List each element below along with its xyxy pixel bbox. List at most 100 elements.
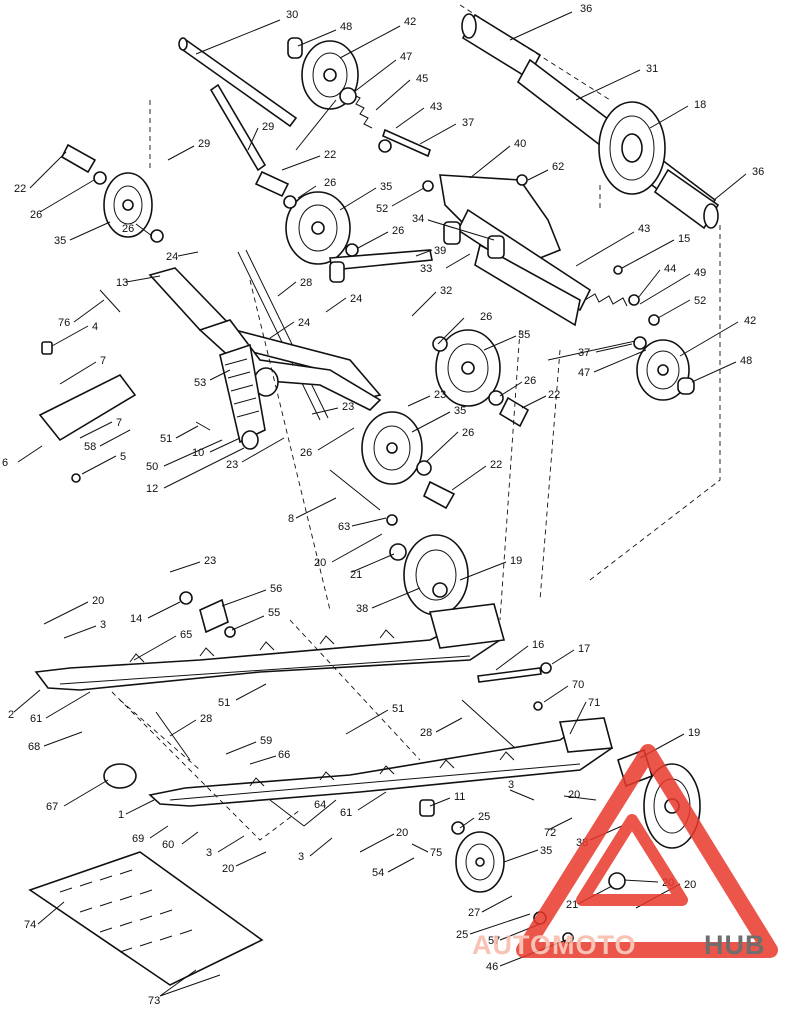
bolt-51-front	[195, 421, 211, 431]
callout-42: 42	[744, 315, 756, 327]
callout-3: 3	[100, 619, 106, 631]
callout-26: 26	[30, 209, 42, 221]
callout-11: 11	[454, 791, 465, 803]
watermark-triangle-icon	[516, 744, 778, 958]
callout-26: 26	[392, 225, 404, 237]
watermark-text-automoto: AUTOMOTO	[472, 930, 637, 960]
callout-57: 57	[488, 935, 500, 947]
callout-24: 24	[298, 317, 310, 329]
leader-22d	[451, 465, 487, 491]
spacer-33	[329, 261, 345, 283]
link-37-right	[547, 339, 641, 361]
leader-15	[621, 239, 675, 269]
leader-20e	[359, 833, 395, 853]
callout-69: 69	[132, 833, 144, 845]
leader-67	[63, 779, 109, 807]
track-clips-73	[28, 851, 264, 986]
front-arm-group	[38, 267, 382, 483]
callout-43: 43	[430, 101, 442, 113]
leader-34	[427, 219, 495, 241]
leader-3d	[309, 837, 333, 857]
leader-23a	[311, 407, 339, 415]
leader-20c	[563, 795, 597, 801]
leader-47a	[353, 59, 397, 93]
spacer-11	[419, 799, 435, 817]
washer-14	[179, 591, 193, 605]
bushing-48-right	[677, 377, 695, 395]
leader-61b	[357, 791, 387, 811]
rail-1	[148, 718, 614, 807]
callout-22: 22	[490, 459, 502, 471]
callout-68: 68	[28, 741, 40, 753]
bracket-40-tube	[456, 208, 592, 312]
eye-43	[378, 139, 392, 153]
callout-37: 37	[578, 347, 590, 359]
dash-9	[249, 279, 331, 611]
callout-2: 2	[8, 709, 14, 721]
washer-26-lower	[416, 460, 432, 476]
washer-47-top	[339, 87, 357, 105]
leader-35e	[503, 849, 539, 863]
bolt-63	[386, 514, 398, 526]
washer-26-left-b	[150, 229, 164, 243]
washer-26-mid-b	[345, 243, 359, 257]
callout-5: 5	[120, 451, 126, 463]
callout-38: 38	[356, 603, 368, 615]
leader-29a	[247, 127, 259, 151]
callout-45: 45	[416, 73, 428, 85]
leader-31	[575, 69, 641, 101]
leader-51b	[235, 683, 267, 701]
callout-12: 12	[146, 483, 158, 495]
spring-bolt-43	[382, 128, 431, 158]
leader-26d	[357, 231, 389, 249]
callout-20: 20	[568, 789, 580, 801]
leader-23b	[407, 395, 431, 407]
leader-72	[547, 817, 573, 831]
callout-76: 76	[58, 317, 70, 329]
callout-23: 23	[434, 389, 446, 401]
leader-26c	[135, 223, 153, 237]
callout-29: 29	[262, 121, 274, 133]
callout-28: 28	[300, 277, 312, 289]
leader-69	[149, 825, 169, 839]
leader-64	[269, 799, 337, 827]
leader-24b	[325, 297, 347, 313]
watermark-text-hub: HUB	[704, 930, 766, 960]
leader-38a	[371, 587, 421, 609]
callout-36: 36	[580, 3, 592, 15]
leader-24a	[177, 251, 199, 257]
leader-26f	[499, 381, 523, 397]
callout-43: 43	[638, 223, 650, 235]
leader-48b	[691, 361, 737, 383]
dash-8	[119, 699, 201, 771]
axle-39	[329, 249, 433, 271]
dash-7	[111, 691, 301, 841]
callout-31: 31	[646, 63, 658, 75]
callout-26: 26	[462, 427, 474, 439]
callout-3: 3	[298, 851, 304, 863]
leader-37a	[419, 123, 457, 145]
leader-50	[163, 439, 223, 467]
leader-71	[569, 701, 587, 735]
shock-spring	[224, 358, 260, 418]
callout-52: 52	[694, 295, 706, 307]
nut-15	[613, 265, 623, 275]
leader-35d	[411, 411, 451, 433]
leader-68	[43, 731, 83, 747]
leader-27	[481, 895, 513, 913]
callout-48: 48	[340, 21, 352, 33]
leader-26a	[39, 179, 95, 213]
leader-2	[13, 689, 41, 713]
leader-25b	[469, 913, 531, 935]
callout-23: 23	[342, 401, 354, 413]
callout-29: 29	[198, 138, 210, 150]
callout-26: 26	[122, 223, 134, 235]
lower-wheel-group	[179, 514, 469, 638]
callout-51: 51	[392, 703, 404, 715]
rear-axle-end-bottom	[703, 203, 719, 229]
callout-35: 35	[454, 405, 466, 417]
clip-rows	[59, 869, 193, 953]
callout-50: 50	[146, 461, 158, 473]
pin-76	[99, 289, 121, 313]
callout-26: 26	[524, 375, 536, 387]
